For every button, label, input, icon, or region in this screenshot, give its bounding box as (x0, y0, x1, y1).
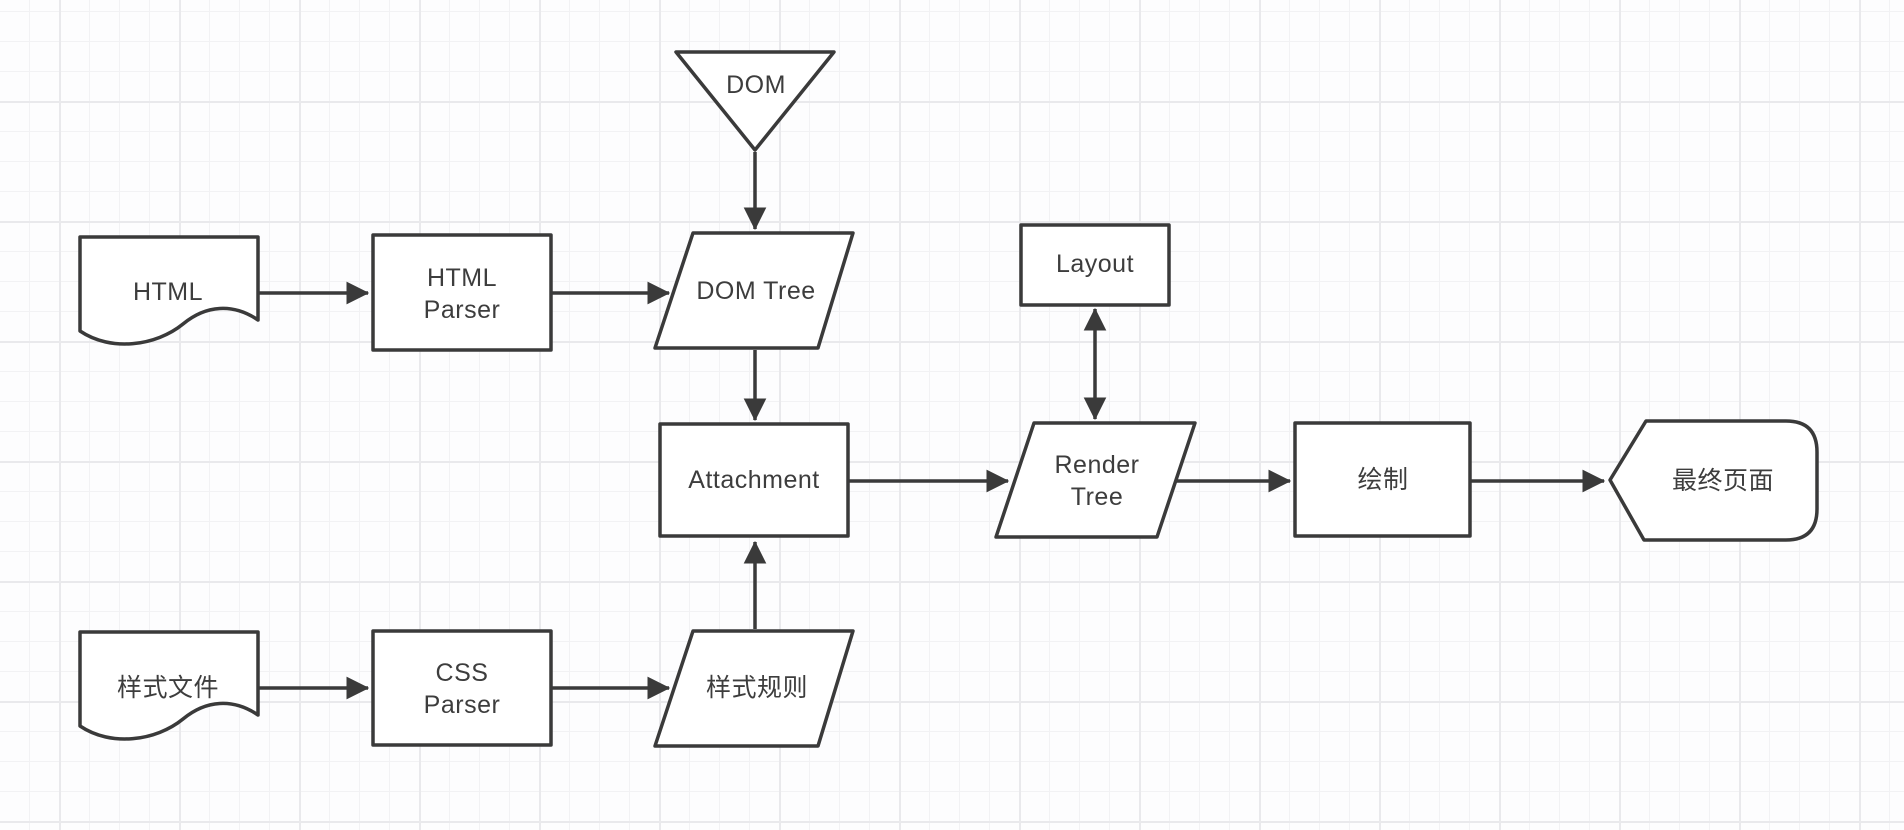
layout-label: Layout (1055, 250, 1135, 278)
html-doc-label: HTML (132, 278, 204, 306)
attachment-label: Attachment (688, 466, 820, 494)
node-html-document[interactable] (78, 235, 260, 346)
node-dom-inverted-triangle[interactable] (674, 50, 836, 152)
render-tree-label: Render Tree (1054, 451, 1140, 511)
paint-label: 绘制 (1357, 466, 1409, 494)
node-dom-tree-parallelogram[interactable] (653, 231, 855, 350)
node-final-page-display[interactable] (1608, 419, 1819, 542)
node-css-parser-rect[interactable] (371, 629, 553, 747)
css-parser-label: CSS Parser (423, 659, 501, 719)
style-doc-label: 样式文件 (116, 674, 220, 702)
node-html-parser-rect[interactable] (371, 233, 553, 352)
style-rules-label: 样式规则 (705, 674, 809, 702)
dom-tree-label: DOM Tree (696, 277, 816, 305)
final-page-label: 最终页面 (1671, 467, 1775, 495)
node-style-doc-document[interactable] (78, 630, 260, 741)
node-paint-rect[interactable] (1293, 421, 1472, 538)
node-attachment-rect[interactable] (658, 422, 850, 538)
node-style-rules-parallelogram[interactable] (653, 629, 855, 748)
html-parser-label: HTML Parser (423, 264, 501, 324)
dom-label: DOM (726, 71, 786, 99)
node-layout-rect[interactable] (1019, 223, 1171, 307)
node-render-tree-parallelogram[interactable] (994, 421, 1197, 539)
